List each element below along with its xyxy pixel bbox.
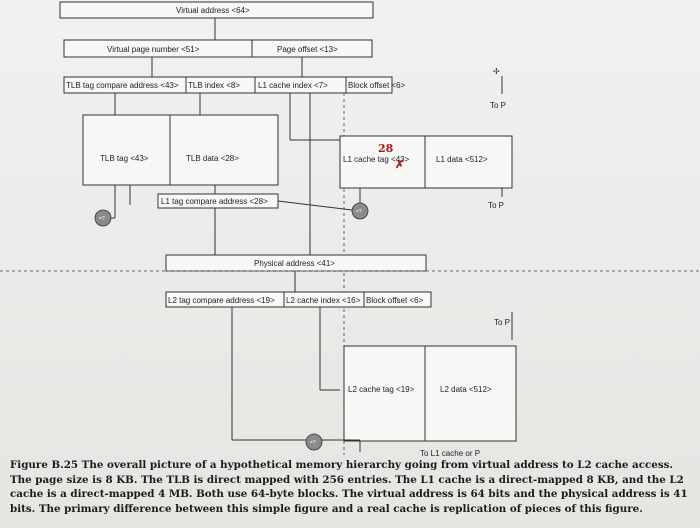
vpn-offset-box xyxy=(63,39,373,58)
tlb-compare-row xyxy=(63,76,393,94)
virtual-page-number-label: Virtual page number <51> xyxy=(107,45,200,54)
to-p-label-3: To P xyxy=(494,318,510,327)
tlb-tag-compare-label: TLB tag compare address <43> xyxy=(66,81,179,90)
l1-comparator xyxy=(351,202,369,220)
to-p-label-1: To P xyxy=(490,101,506,110)
tlb-box xyxy=(82,114,279,186)
tlb-comparator xyxy=(94,209,112,227)
l2-compare-row xyxy=(165,291,432,308)
handwritten-note: 28 xyxy=(378,142,394,155)
l2-cache-tag-label: L2 cache tag <19> xyxy=(348,385,415,394)
l2-comparator xyxy=(305,433,323,451)
comparator-symbol: =? xyxy=(356,209,362,215)
block-offset-l1-label: Block offset <6> xyxy=(348,81,406,90)
l1-tag-compare-label: L1 tag compare address <28> xyxy=(161,197,268,206)
l1-cache-box xyxy=(339,135,513,189)
to-l1-or-p-label: To L1 cache or P xyxy=(420,449,480,458)
figure-caption: Figure B.25 The overall picture of a hyp… xyxy=(10,459,688,515)
memory-hierarchy-diagram: Virtual address <64> Virtual page number… xyxy=(0,1,700,458)
connector xyxy=(277,200,353,211)
cursor-icon: ✢ xyxy=(493,67,500,76)
l2-cache-box xyxy=(343,345,517,442)
tlb-index-label: TLB index <8> xyxy=(188,81,240,90)
l2-cache-index-label: L2 cache index <16> xyxy=(286,296,361,305)
l1-cache-tag-label: L1 cache tag <43> xyxy=(343,155,410,164)
comparator-symbol: =? xyxy=(99,216,105,222)
physical-address-label: Physical address <41> xyxy=(254,259,335,268)
l1-data-label: L1 data <512> xyxy=(436,155,488,164)
l2-data-label: L2 data <512> xyxy=(440,385,492,394)
comparator-symbol: =? xyxy=(310,440,316,446)
tlb-tag-label: TLB tag <43> xyxy=(100,154,149,163)
block-offset-l2-label: Block offset <6> xyxy=(366,296,424,305)
to-p-label-2: To P xyxy=(488,201,504,210)
virtual-address-box xyxy=(59,1,374,19)
tlb-data-label: TLB data <28> xyxy=(186,154,239,163)
l1-cache-index-label: L1 cache index <7> xyxy=(258,81,328,90)
virtual-address-label: Virtual address <64> xyxy=(176,6,250,15)
page-offset-label: Page offset <13> xyxy=(277,45,338,54)
strike-mark-icon: ✗ xyxy=(395,158,404,171)
l2-tag-compare-label: L2 tag compare address <19> xyxy=(168,296,275,305)
